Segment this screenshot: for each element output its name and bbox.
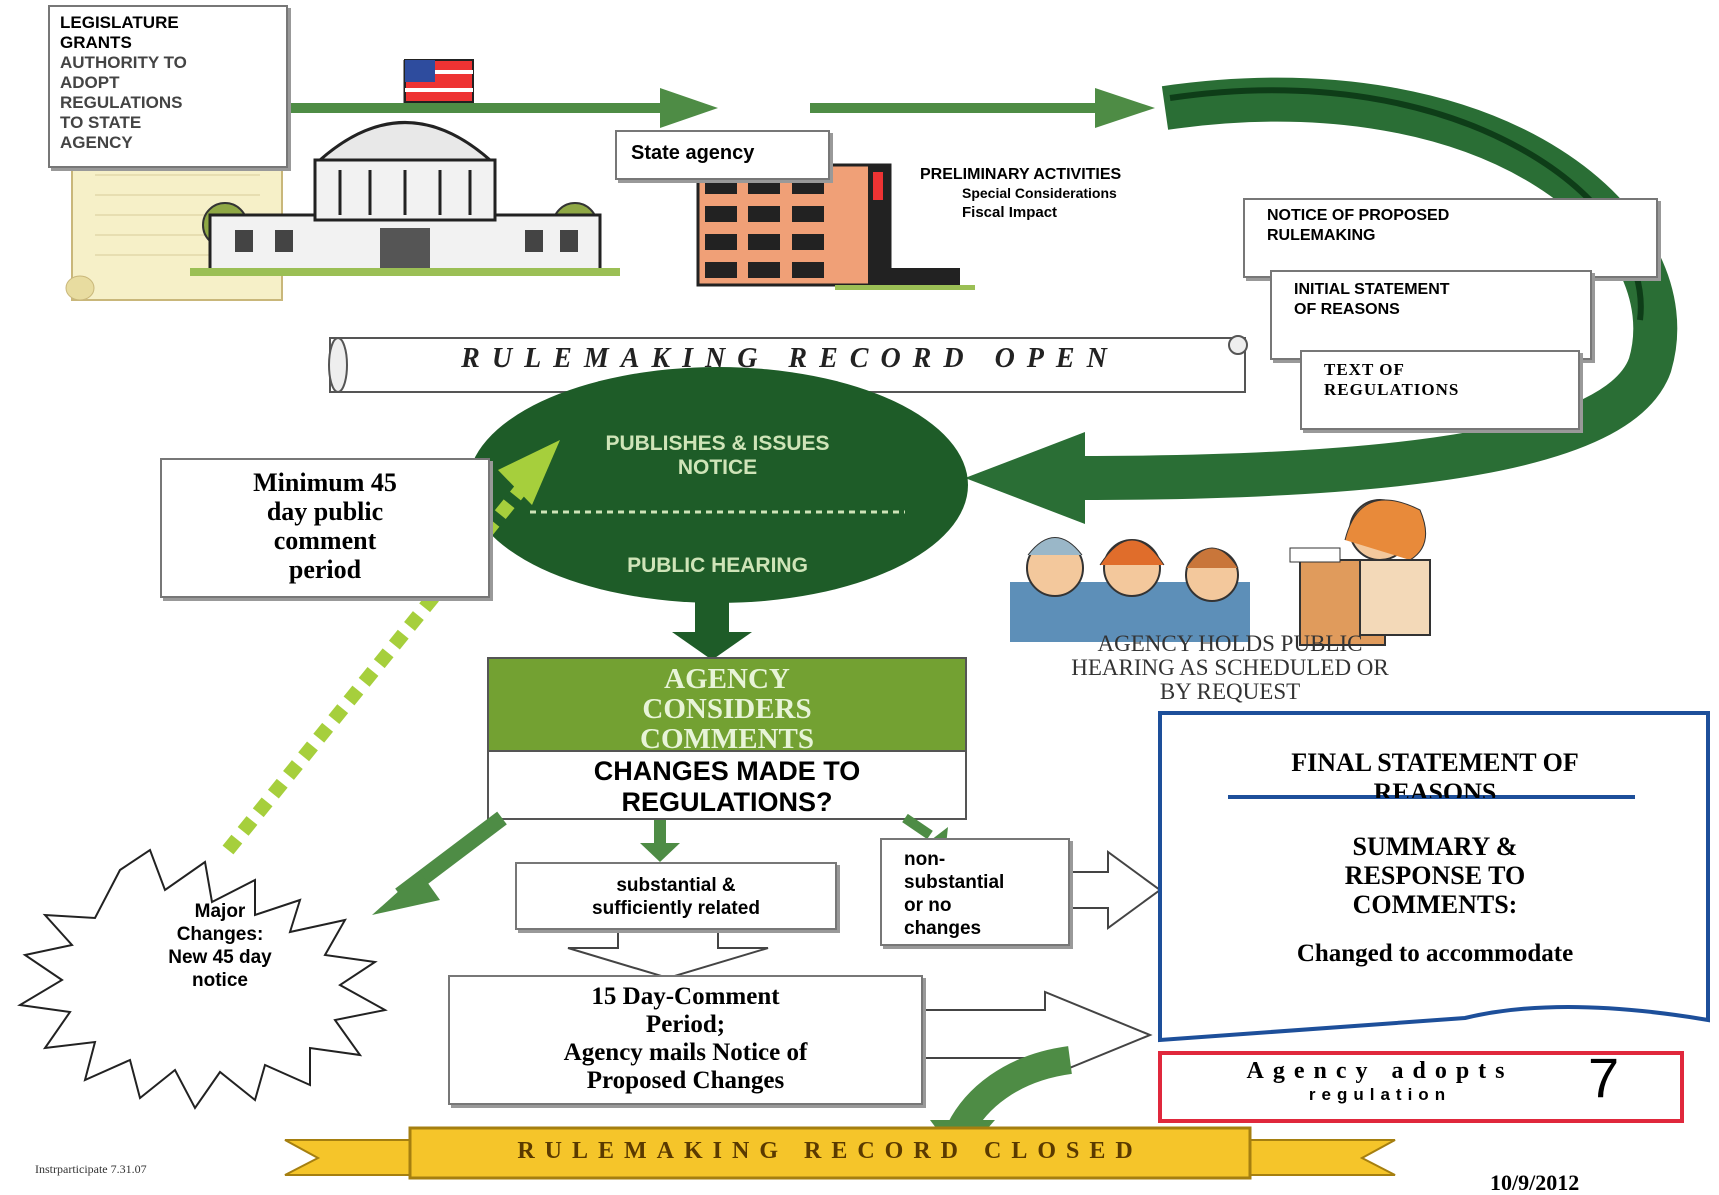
legislature-line1: LEGISLATURE xyxy=(60,13,179,32)
page-number: 7 xyxy=(1588,1046,1620,1109)
adopts-line2: regulation xyxy=(1308,1085,1452,1104)
considers-comments-label: AGENCY CONSIDERS COMMENTS xyxy=(640,663,814,755)
hollow-flow-arrows xyxy=(567,850,1162,1080)
summary-response-label: SUMMARY & RESPONSE TO COMMENTS: xyxy=(1344,832,1526,919)
hearing-caption: AGENCY HOLDS PUBLIC HEARING AS SCHEDULED… xyxy=(1071,631,1389,704)
adopts-box-border xyxy=(1158,1051,1684,1123)
legislature-box: LEGISLATURE GRANTS AUTHORITY TO ADOPT RE… xyxy=(48,5,288,168)
notice-of-proposed-rulemaking-box: NOTICE OF PROPOSED RULEMAKING xyxy=(1243,198,1658,278)
preliminary-line2: Fiscal Impact xyxy=(962,204,1058,221)
record-open-label: RULEMAKING RECORD OPEN xyxy=(461,343,1119,374)
major-changes-label: Major Changes: New 45 day notice xyxy=(168,901,272,991)
date-label: 10/9/2012 xyxy=(1490,1170,1580,1195)
office-building-illustration xyxy=(696,163,975,290)
final-statement-shape xyxy=(1158,711,1710,1043)
non-substantial-box: non- substantial or no changes xyxy=(880,838,1070,946)
adopts-line1: Agency adopts xyxy=(1246,1058,1514,1084)
record-closed-label: RULEMAKING RECORD CLOSED xyxy=(517,1138,1143,1164)
capitol-building-illustration xyxy=(190,59,620,276)
circle-to-considers-arrow xyxy=(672,600,752,660)
considers-box-shape xyxy=(487,657,967,820)
legislature-line2: GRANTS xyxy=(60,33,132,52)
public-hearing-label: PUBLIC HEARING xyxy=(627,554,808,577)
changes-made-question: CHANGES MADE TO REGULATIONS? xyxy=(593,756,861,817)
dotted-return-arrow xyxy=(222,440,560,855)
final-statement-title: FINAL STATEMENT OF REASONS xyxy=(1291,748,1579,798)
state-agency-box: State agency xyxy=(615,130,830,180)
text-of-regulations-box: TEXT OF REGULATIONS xyxy=(1300,350,1580,430)
record-closed-banner xyxy=(284,1126,1396,1180)
major-changes-starburst xyxy=(17,848,388,1110)
publishes-notice-label: PUBLISHES & ISSUES NOTICE xyxy=(605,432,830,479)
preliminary-activities: PRELIMINARY ACTIVITIES Special Considera… xyxy=(920,165,1121,222)
public-hearing-illustration xyxy=(1010,499,1431,646)
preliminary-title: PRELIMINARY ACTIVITIES xyxy=(920,166,1122,183)
minimum-comment-period-box: Minimum 45 day public comment period xyxy=(160,458,490,598)
legislature-rest: AUTHORITY TO ADOPT REGULATIONS TO STATE … xyxy=(60,53,187,152)
initial-statement-box: INITIAL STATEMENT OF REASONS xyxy=(1270,270,1592,360)
footer-left-note: Instrparticipate 7.31.07 xyxy=(35,1162,147,1176)
fifteen-day-comment-box: 15 Day-Comment Period; Agency mails Noti… xyxy=(448,975,923,1105)
substantial-box: substantial & sufficiently related xyxy=(515,862,837,930)
changed-to-accommodate-label: Changed to accommodate xyxy=(1296,940,1574,967)
preliminary-line1: Special Considerations xyxy=(962,185,1117,201)
central-circle xyxy=(468,367,968,603)
adopts-label: Agency adopts regulation xyxy=(1160,1058,1600,1105)
top-flow-arrows xyxy=(285,88,1155,128)
